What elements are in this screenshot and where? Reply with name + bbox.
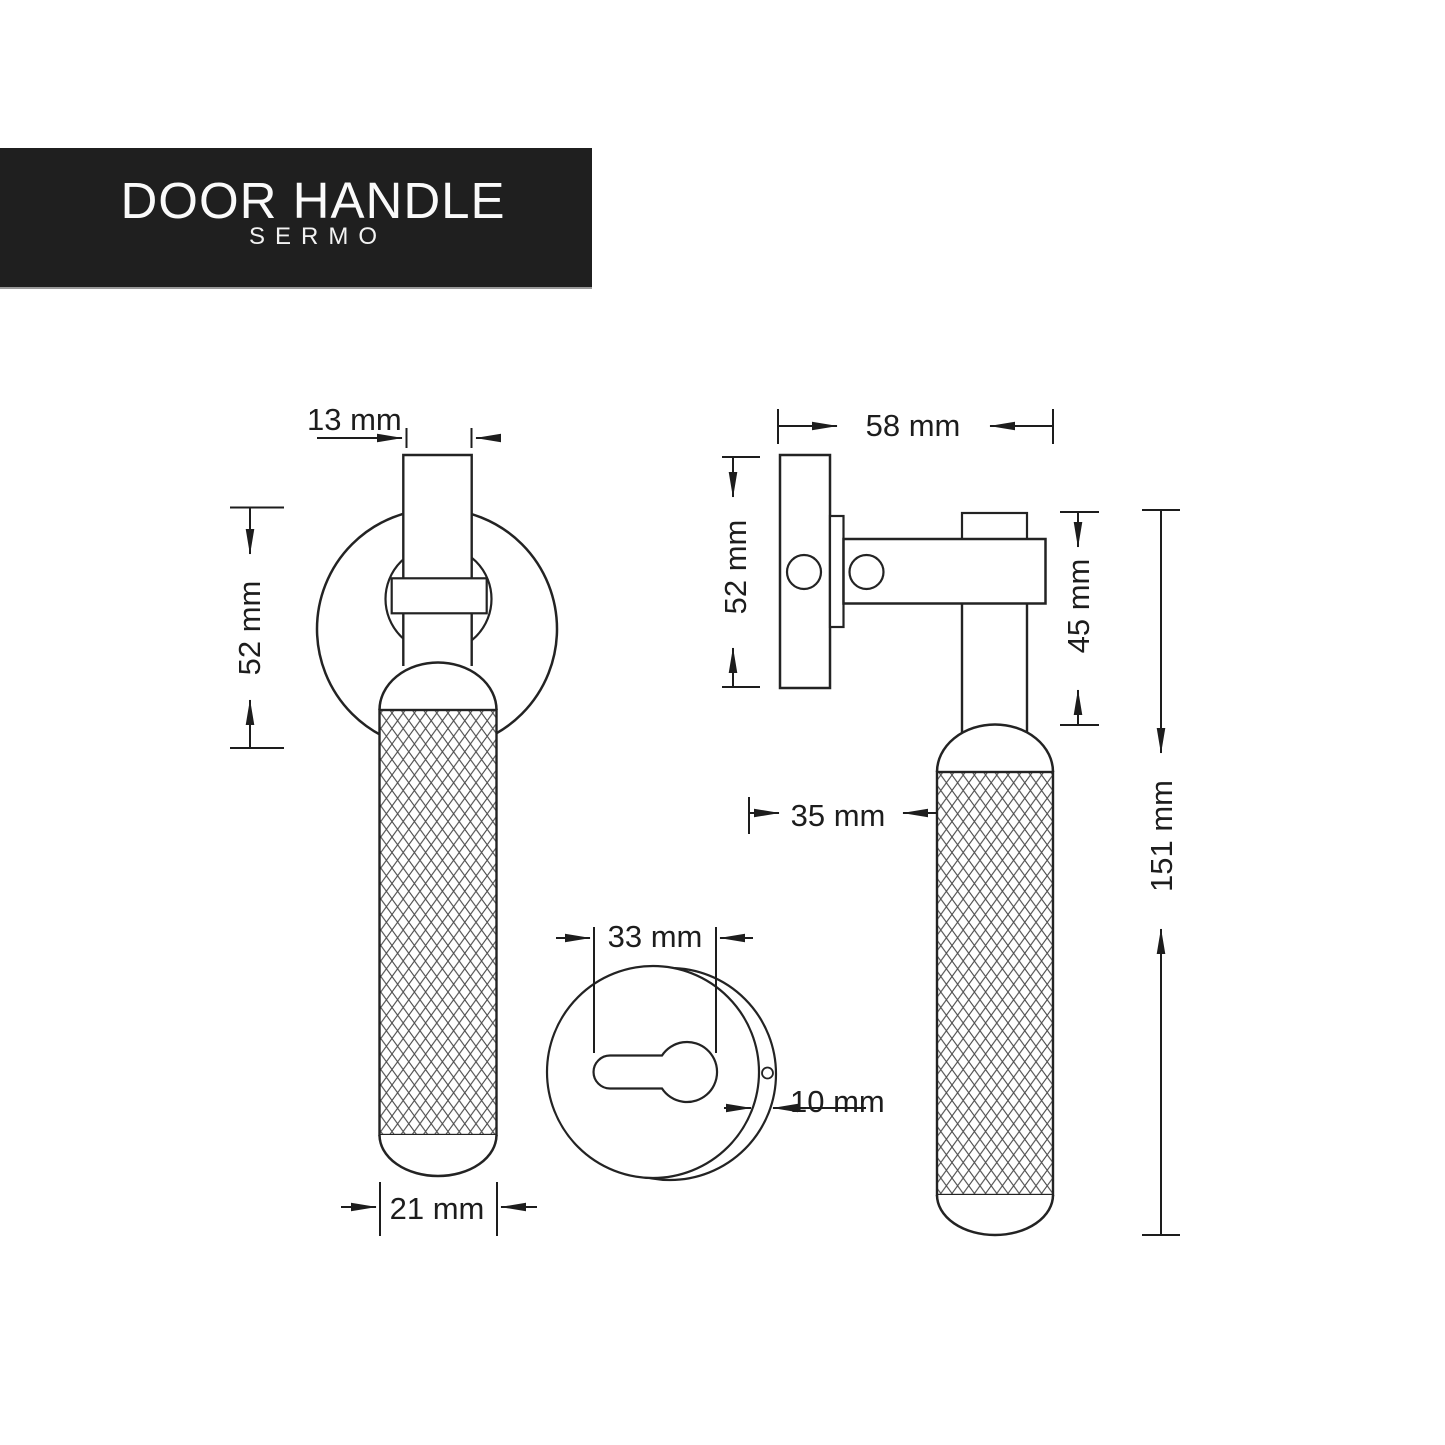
dim-label-45mm: 45 mm (1061, 559, 1096, 654)
page-subtitle: SERMO (249, 223, 387, 250)
dim-front-rose-diameter: 52 mm (230, 506, 284, 749)
side-arm-screw-hole (848, 553, 885, 591)
dim-label-10mm: 10 mm (790, 1084, 885, 1119)
title-banner: DOOR HANDLE SERMO (0, 148, 592, 289)
rose-back-screw-hole (761, 1066, 774, 1080)
dim-side-neck-length: 45 mm (1060, 511, 1099, 726)
dim-side-rose-width: 58 mm (777, 408, 1054, 444)
side-view: 58 mm 52 mm 45 mm 151 mm (718, 408, 1180, 1237)
dim-label-21mm: 21 mm (390, 1191, 485, 1226)
side-grip-knurl (935, 770, 1055, 1197)
side-collar-step (828, 514, 845, 629)
dim-rim-thickness: 10 mm (724, 1084, 885, 1119)
side-plate-screw-hole (785, 553, 823, 591)
front-grip-knurl (378, 708, 498, 1137)
dim-side-rose-height: 52 mm (718, 456, 760, 688)
dim-label-151mm: 151 mm (1144, 780, 1179, 892)
front-stem (402, 453, 473, 666)
dim-front-stem-width: 13 mm (307, 402, 501, 448)
dim-label-52mm-side: 52 mm (718, 520, 753, 615)
dim-label-58mm: 58 mm (866, 408, 961, 443)
side-grip-shoulder (935, 723, 1055, 773)
page-title: DOOR HANDLE (120, 172, 505, 229)
keyhole-slot (592, 1040, 719, 1104)
front-grip-tip (378, 1134, 498, 1178)
dim-label-52mm-front: 52 mm (232, 581, 267, 676)
front-view: 13 mm 52 mm 21 mm (230, 402, 559, 1236)
dim-label-33mm: 33 mm (608, 919, 703, 954)
side-grip-tip (935, 1194, 1055, 1237)
dim-keyhole-width: 33 mm (556, 919, 753, 1053)
side-spindle-top (960, 511, 1029, 542)
rose-back-view: 33 mm 10 mm (545, 919, 885, 1182)
banner-background (0, 148, 592, 287)
side-neck (960, 603, 1029, 735)
front-collar (390, 577, 488, 615)
dim-side-projection: 35 mm (748, 797, 937, 834)
dim-label-35mm: 35 mm (791, 798, 886, 833)
dim-front-grip-width: 21 mm (341, 1182, 537, 1236)
front-grip-shoulder (378, 661, 498, 711)
dim-label-13mm: 13 mm (307, 402, 402, 437)
dim-side-overall-length: 151 mm (1142, 509, 1180, 1236)
